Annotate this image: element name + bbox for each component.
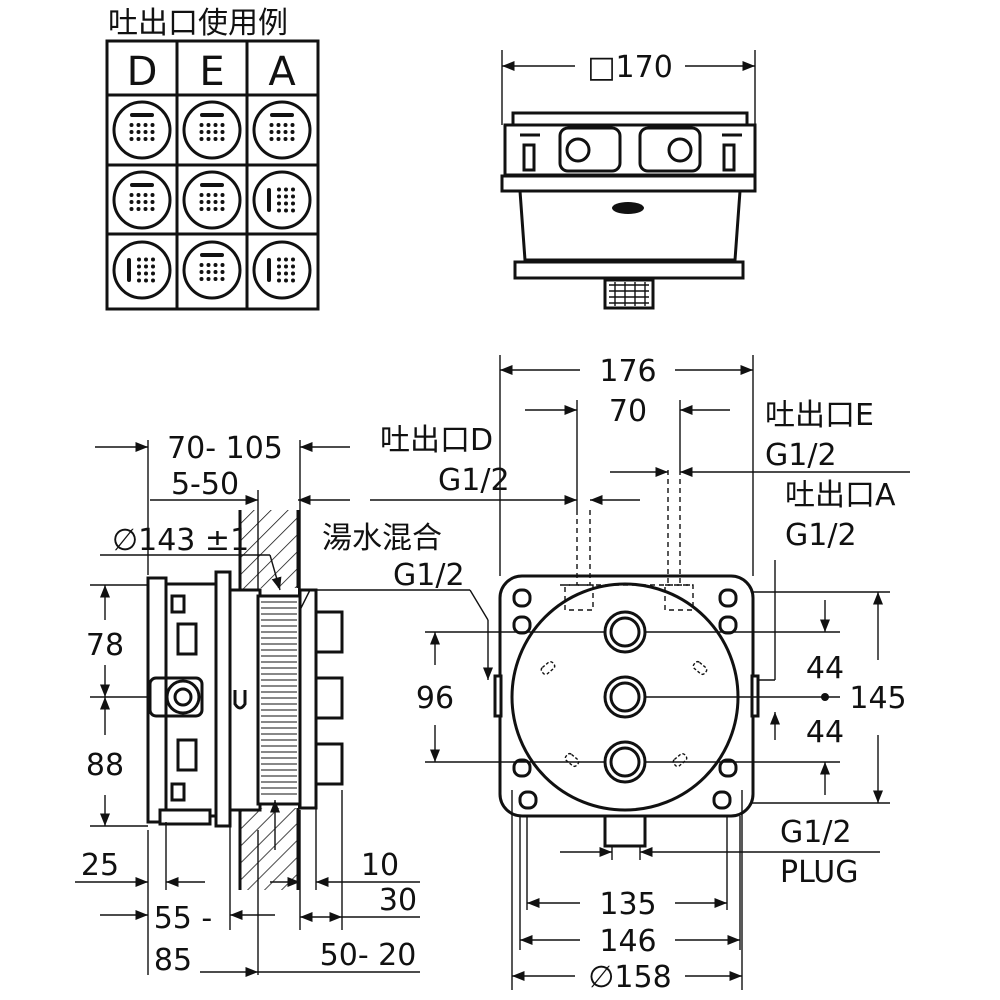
shower-icon — [252, 100, 312, 160]
outlet-a-label: 吐出口A — [785, 478, 896, 513]
shower-icon — [182, 170, 242, 230]
dim-70: 70 — [609, 394, 647, 429]
dim-146: 146 — [599, 924, 656, 959]
side-view: 70- 105 5-50 ∅143 ±1 78 88 湯水混合 G1/2 25 — [75, 431, 470, 978]
mount-slot — [540, 660, 556, 676]
plug-label: PLUG — [780, 855, 859, 890]
legend-col-e: E — [199, 49, 224, 95]
dim-85: 85 — [154, 943, 192, 978]
dim-55: 55 - — [154, 901, 213, 936]
dim-176: 176 — [599, 354, 656, 389]
shower-icon — [182, 100, 242, 160]
legend-title: 吐出口使用例 — [108, 6, 288, 41]
mount-slot — [692, 660, 708, 676]
mount-screw — [718, 758, 738, 778]
outlet-usage-legend: 吐出口使用例 D E A — [105, 6, 320, 311]
dim-78: 78 — [86, 628, 124, 663]
mount-screw — [518, 790, 538, 810]
outlet-e-label: 吐出口E — [765, 398, 874, 433]
top-thread-hatch — [609, 282, 649, 306]
mount-screw — [718, 615, 738, 635]
dim-88: 88 — [86, 748, 124, 783]
outlet-d-thread: G1/2 — [438, 463, 510, 498]
mount-screw — [712, 790, 732, 810]
side-thread-lines — [261, 601, 297, 795]
dim-30: 30 — [379, 883, 417, 918]
mix-thread: G1/2 — [393, 558, 465, 593]
outlet-e-thread: G1/2 — [765, 438, 837, 473]
legend-col-a: A — [268, 49, 296, 95]
mount-screw — [512, 588, 532, 608]
dim-44-top: 44 — [806, 651, 844, 686]
dim-96: 96 — [416, 681, 454, 716]
mount-slot — [564, 752, 580, 768]
dim-145: 145 — [849, 681, 906, 716]
mount-screw — [512, 758, 532, 778]
dim-70-105: 70- 105 — [167, 431, 283, 466]
shower-icon — [112, 100, 172, 160]
shower-icon — [182, 240, 242, 300]
shower-icon — [112, 170, 172, 230]
mount-screw — [718, 588, 738, 608]
body-jet-icon — [252, 170, 312, 230]
outlet-d-label: 吐出口D — [380, 423, 493, 458]
dim-44-bottom: 44 — [806, 715, 844, 750]
mount-slot — [672, 752, 688, 768]
plug-thread: G1/2 — [780, 815, 852, 850]
body-jet-icon — [252, 240, 312, 300]
dim-5-50: 5-50 — [171, 467, 239, 502]
legend-col-d: D — [127, 49, 158, 95]
mix-label: 湯水混合 — [322, 521, 442, 556]
dim-135: 135 — [599, 887, 656, 922]
dim-10: 10 — [361, 848, 399, 883]
dim-50-20: 50- 20 — [320, 938, 417, 973]
outlet-a-thread: G1/2 — [785, 518, 857, 553]
dim-158: ∅158 — [588, 960, 671, 995]
dim-25: 25 — [81, 848, 119, 883]
top-width-label: □170 — [587, 50, 673, 85]
dim-diameter-143: ∅143 ±1 — [112, 523, 249, 558]
body-jet-icon — [112, 240, 172, 300]
front-view: 176 70 吐出口E G1/2 吐出口D G1/2 吐出口A G1/2 96 — [370, 354, 910, 995]
mount-screw — [512, 615, 532, 635]
top-view: □170 — [500, 50, 757, 310]
